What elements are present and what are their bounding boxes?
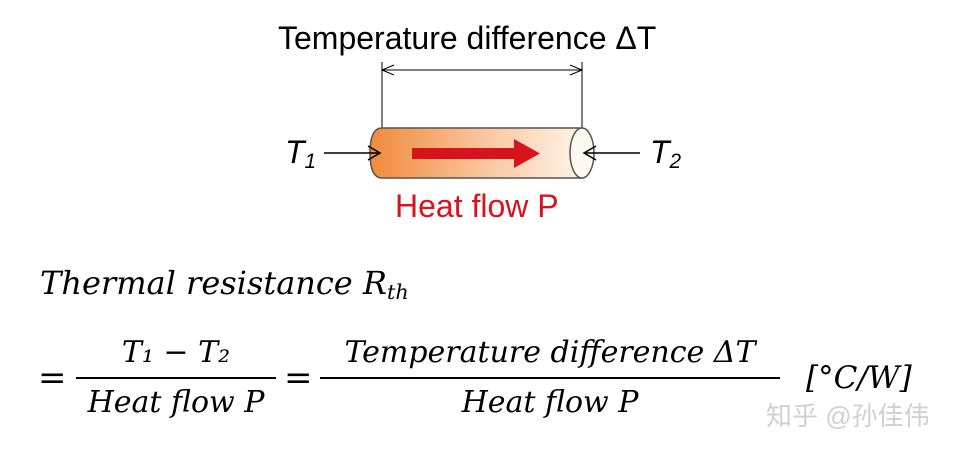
fraction-2-bar — [320, 377, 780, 379]
fraction-1: T₁ − T₂ Heat flow P — [76, 335, 276, 421]
diagram-title-text: Temperature difference ΔT — [278, 20, 657, 56]
thermal-resistance-label: Thermal resistance Rth — [40, 264, 409, 304]
t2-arrow — [582, 145, 640, 161]
dimension-arrowhead-left — [380, 64, 395, 76]
fraction-2: Temperature difference ΔT Heat flow P — [320, 335, 780, 421]
t1-arrow — [324, 145, 382, 161]
watermark-text: 知乎 @孙佳伟 — [766, 401, 930, 431]
fraction-2-denominator: Heat flow P — [461, 385, 639, 420]
unit-label-text: [°C/W] — [806, 360, 912, 396]
unit-label: [°C/W] — [806, 360, 912, 396]
equals-sign-2-text: = — [284, 358, 313, 398]
watermark: 知乎 @孙佳伟 — [766, 396, 930, 433]
fraction-1-bar — [76, 377, 276, 379]
fraction-2-numerator: Temperature difference ΔT — [344, 335, 756, 370]
thermal-resistance-text: Thermal resistance R — [40, 264, 387, 302]
t2-label-letter: T — [650, 134, 670, 170]
t1-label-sub: 1 — [304, 150, 317, 174]
heat-flow-arrow — [412, 139, 540, 168]
t1-label-letter: T — [285, 134, 305, 170]
heat-flow-label-text: Heat flow P — [395, 188, 559, 224]
t2-label: T2 — [650, 134, 681, 174]
heat-flow-label: Heat flow P — [395, 188, 559, 225]
dimension-arrowhead-right — [569, 64, 584, 76]
fraction-1-denominator: Heat flow P — [87, 385, 265, 420]
equals-sign-2: = — [284, 358, 313, 398]
thermal-rod-diagram — [324, 62, 640, 179]
thermal-resistance-sub: th — [387, 280, 409, 305]
t1-label: T1 — [285, 134, 316, 174]
equals-sign-1-text: = — [38, 358, 67, 398]
diagram-title: Temperature difference ΔT — [278, 20, 656, 57]
equals-sign-1: = — [38, 358, 67, 398]
fraction-1-numerator: T₁ − T₂ — [121, 335, 231, 370]
t2-label-sub: 2 — [669, 150, 682, 174]
